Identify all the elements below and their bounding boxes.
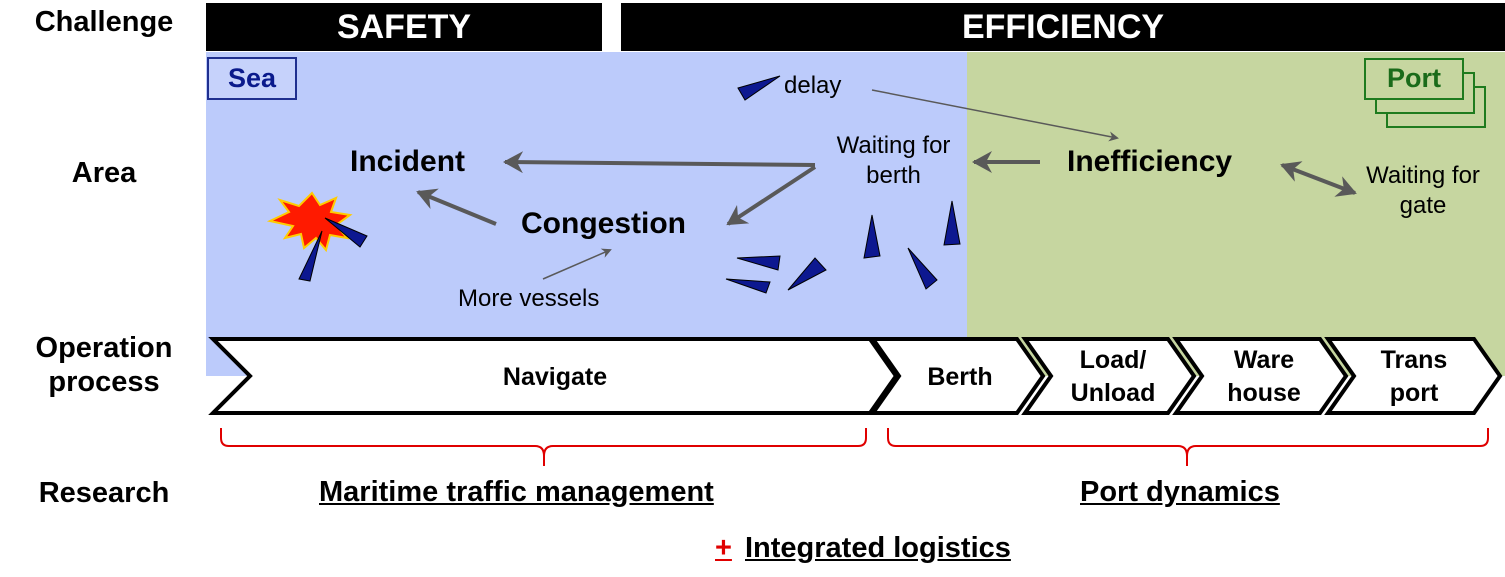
process-label-load-unload: Load/ Unload bbox=[1070, 346, 1156, 407]
concept-inefficiency: Inefficiency bbox=[1067, 145, 1233, 178]
vessel-icon bbox=[736, 255, 781, 271]
vessel-icon bbox=[787, 257, 827, 291]
arrow-more-vessels-to-congestion bbox=[542, 248, 612, 280]
vessel-icon bbox=[298, 230, 323, 282]
process-label-navigate: Navigate bbox=[502, 363, 608, 391]
brace-maritime bbox=[220, 428, 867, 466]
process-chevron-load-unload[interactable] bbox=[1021, 337, 1197, 415]
research-maritime-traffic: Maritime traffic management bbox=[319, 476, 714, 508]
row-label-operation-process: Operation process bbox=[35, 332, 173, 399]
concept-delay: delay bbox=[784, 72, 842, 99]
explosion-icon bbox=[266, 191, 353, 253]
row-label-challenge: Challenge bbox=[34, 6, 174, 38]
port-area-label: Port bbox=[1387, 62, 1441, 93]
challenge-efficiency-label: EFFICIENCY bbox=[961, 7, 1165, 46]
process-chevron-berth[interactable] bbox=[869, 337, 1046, 415]
arrow-delay-to-inefficiency bbox=[871, 89, 1119, 142]
process-chevron-navigate[interactable] bbox=[208, 337, 899, 415]
challenge-efficiency-bar: EFFICIENCY bbox=[621, 3, 1505, 51]
concept-waiting-for-berth: Waiting for berth bbox=[836, 132, 951, 189]
research-plus-sign: + bbox=[715, 532, 732, 564]
sea-area-label: Sea bbox=[207, 57, 297, 100]
arrow-congestion-to-incident bbox=[416, 188, 497, 226]
vessel-icon bbox=[863, 214, 881, 259]
challenge-safety-bar: SAFETY bbox=[206, 3, 602, 51]
vessel-icon bbox=[943, 200, 961, 246]
brace-port bbox=[887, 428, 1489, 466]
concept-congestion: Congestion bbox=[521, 207, 686, 240]
row-label-research: Research bbox=[38, 477, 170, 509]
challenge-safety-label: SAFETY bbox=[336, 7, 472, 46]
row-label-area: Area bbox=[71, 157, 137, 189]
research-port-dynamics: Port dynamics bbox=[1080, 476, 1280, 508]
arrow-waiting-to-incident bbox=[503, 151, 816, 174]
process-label-transport: Trans port bbox=[1380, 346, 1448, 407]
process-chevron-transport[interactable] bbox=[1324, 337, 1503, 415]
concept-incident: Incident bbox=[350, 145, 466, 178]
process-label-berth: Berth bbox=[927, 363, 993, 391]
process-chevron-warehouse[interactable] bbox=[1172, 337, 1349, 415]
arrow-inefficiency-gate-bidirectional bbox=[1280, 161, 1357, 197]
concept-waiting-for-gate: Waiting for gate bbox=[1366, 162, 1480, 219]
arrow-waiting-to-congestion bbox=[726, 165, 817, 226]
concept-more-vessels: More vessels bbox=[458, 285, 600, 312]
vessel-icon bbox=[907, 247, 938, 290]
vessel-icon bbox=[324, 217, 368, 248]
vessel-icon bbox=[737, 75, 781, 101]
research-integrated-logistics: Integrated logistics bbox=[745, 532, 1011, 564]
vessel-icon bbox=[725, 278, 771, 294]
port-card-front bbox=[1364, 58, 1464, 100]
process-label-warehouse: Ware house bbox=[1227, 346, 1301, 407]
